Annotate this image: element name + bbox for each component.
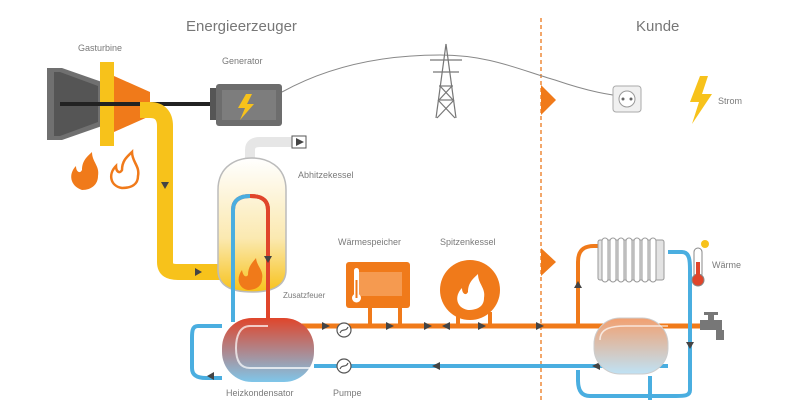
power-flow-arrow	[541, 85, 556, 115]
electricity-bolt-icon	[690, 76, 712, 124]
heat-flow-arrow	[541, 248, 556, 276]
customer-heading: Kunde	[636, 18, 680, 35]
heat-label: Wärme	[712, 260, 741, 270]
heat-condenser	[222, 318, 314, 382]
play-arrow-icon	[161, 182, 169, 189]
return-loop	[190, 324, 222, 380]
customer-return	[576, 250, 692, 398]
gas-turbine-label: Gasturbine	[78, 43, 123, 53]
play-arrow-icon	[686, 342, 694, 349]
power-line	[281, 54, 629, 98]
flame-outline-icon	[109, 148, 140, 190]
play-arrow-icon	[195, 268, 202, 276]
pylon-icon	[430, 43, 462, 119]
electricity-label: Strom	[718, 96, 743, 106]
producer-heading: Energieerzeuger	[186, 18, 297, 35]
waste-heat-boiler-label: Abhitzekessel	[298, 170, 354, 180]
thermometer-icon	[691, 240, 709, 287]
exhaust-pipe	[140, 102, 222, 280]
faucet-icon	[700, 312, 724, 340]
pump-icon	[336, 322, 352, 338]
play-arrow-icon	[296, 138, 304, 146]
radiator-icon	[597, 237, 665, 283]
play-arrow-icon	[207, 372, 214, 380]
heat-storage-label: Wärmespeicher	[338, 237, 402, 247]
thermometer-icon	[352, 268, 361, 303]
heat-condenser-label: Heizkondensator	[226, 388, 294, 398]
flame-icon	[71, 152, 99, 190]
flame-icon	[457, 274, 485, 310]
heat-storage	[346, 262, 410, 308]
chimney-pipe	[245, 137, 300, 165]
supplementary-firing-label: Zusatzfeuer	[283, 291, 326, 300]
peak-boiler-label: Spitzenkessel	[440, 237, 496, 247]
pump-label: Pumpe	[333, 388, 362, 398]
pump-icon	[336, 358, 352, 374]
generator-label: Generator	[222, 56, 263, 66]
gas-turbine	[47, 62, 214, 146]
supplementary-flame-icon	[238, 258, 263, 290]
play-arrow-icon	[574, 281, 582, 288]
generator	[210, 84, 282, 126]
customer-heat-exchanger	[593, 317, 669, 375]
waste-heat-boiler	[217, 157, 287, 293]
peak-boiler	[440, 260, 500, 320]
play-arrow-icon	[264, 256, 272, 263]
lightning-icon	[238, 94, 254, 120]
socket-icon	[612, 85, 642, 113]
